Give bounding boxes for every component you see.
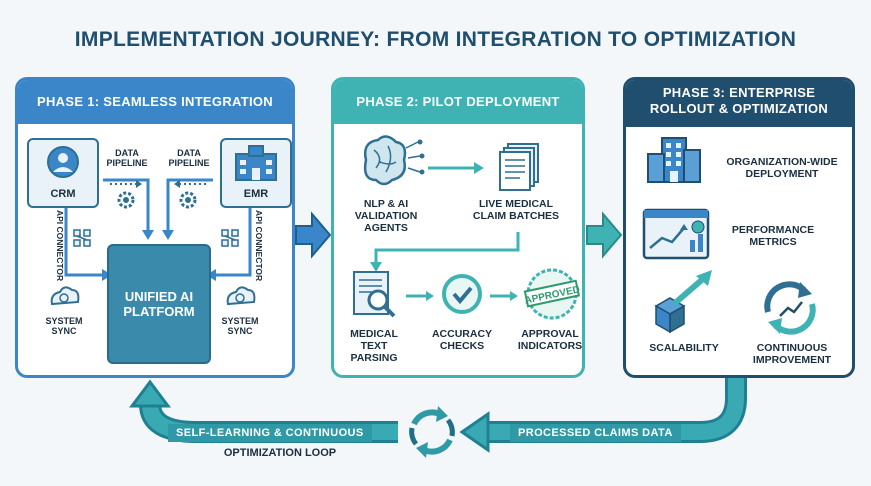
dashboard-icon: [642, 208, 710, 260]
magnifier-document-icon: [353, 271, 396, 318]
cloud-sync-icon: [226, 286, 256, 306]
gear-icon: [179, 191, 197, 209]
loop-label-right: PROCESSED CLAIMS DATA: [510, 424, 681, 442]
crm-label: CRM: [50, 188, 76, 200]
page-title: IMPLEMENTATION JOURNEY: FROM INTEGRATION…: [74, 28, 797, 51]
data-pipeline-left-label: DATA PIPELINE: [106, 148, 148, 168]
claim-batches-label: LIVE MEDICAL CLAIM BATCHES: [472, 198, 560, 222]
phase1-connectors: [50, 178, 256, 306]
phase3-header-line2: ROLLOUT & OPTIMIZATION: [649, 101, 829, 116]
performance-metrics-label: PERFORMANCE METRICS: [731, 224, 815, 248]
approved-stamp-icon: APPROVED: [523, 268, 581, 320]
processed-claims-arrow: [486, 372, 747, 443]
scalability-label: SCALABILITY: [649, 342, 719, 354]
improvement-cycle-icon: [764, 281, 816, 335]
phase2-graphics: APPROVED: [353, 135, 581, 320]
text-parsing-label: MEDICAL TEXT PARSING: [350, 328, 398, 364]
phase3-header-line1: PHASE 3: ENTERPRISE: [662, 85, 816, 100]
phase3-graphics: [642, 137, 816, 335]
user-icon: [47, 146, 79, 178]
network-icon: [221, 229, 239, 247]
data-pipeline-right-label: DATA PIPELINE: [168, 148, 210, 168]
system-sync-left-label: SYSTEM SYNC: [45, 316, 83, 336]
network-icon: [73, 229, 91, 247]
phase1-header: PHASE 1: SEAMLESS INTEGRATION: [18, 80, 292, 124]
phase3-panel: PHASE 3: ENTERPRISE ROLLOUT & OPTIMIZATI…: [623, 77, 855, 378]
api-connector-left-label: API CONNECTOR: [55, 210, 65, 282]
loop-label-left-line1: SELF-LEARNING & CONTINUOUS: [176, 427, 364, 439]
loop-label-left-line2: OPTIMIZATION LOOP: [223, 447, 337, 459]
cycle-icon: [406, 406, 458, 458]
crm-box: CRM: [27, 138, 99, 208]
system-sync-right-label: SYSTEM SYNC: [221, 316, 259, 336]
check-circle-icon: [442, 274, 482, 314]
continuous-improvement-label: CONTINUOUS IMPROVEMENT: [752, 342, 832, 366]
scalability-icon: [654, 270, 712, 334]
emr-box: EMR: [220, 138, 292, 208]
brain-icon: [363, 135, 425, 186]
phase2-panel: PHASE 2: PILOT DEPLOYMENT: [331, 77, 585, 378]
building-icon: [647, 137, 701, 183]
org-deployment-label: ORGANIZATION-WIDE DEPLOYMENT: [726, 156, 838, 180]
emr-label: EMR: [243, 188, 269, 200]
approval-indicators-label: APPROVAL INDICATORS: [517, 328, 583, 352]
nlp-agents-label: NLP & AI VALIDATION AGENTS: [354, 198, 418, 234]
phase2-header: PHASE 2: PILOT DEPLOYMENT: [334, 80, 582, 124]
hospital-icon: [235, 145, 277, 181]
loop-label-left: SELF-LEARNING & CONTINUOUS: [168, 424, 372, 442]
gear-icon: [117, 191, 135, 209]
arrow-phase1-to-phase2: [295, 211, 332, 259]
cloud-sync-icon: [50, 286, 80, 306]
arrow-phase2-to-phase3: [586, 211, 623, 259]
unified-ai-platform: UNIFIED AI PLATFORM: [107, 244, 211, 364]
phase3-header: PHASE 3: ENTERPRISE ROLLOUT & OPTIMIZATI…: [626, 80, 852, 127]
api-connector-right-label: API CONNECTOR: [254, 210, 264, 282]
accuracy-checks-label: ACCURACY CHECKS: [431, 328, 493, 352]
documents-icon: [499, 143, 539, 191]
phase1-panel: PHASE 1: SEAMLESS INTEGRATION: [15, 77, 295, 378]
